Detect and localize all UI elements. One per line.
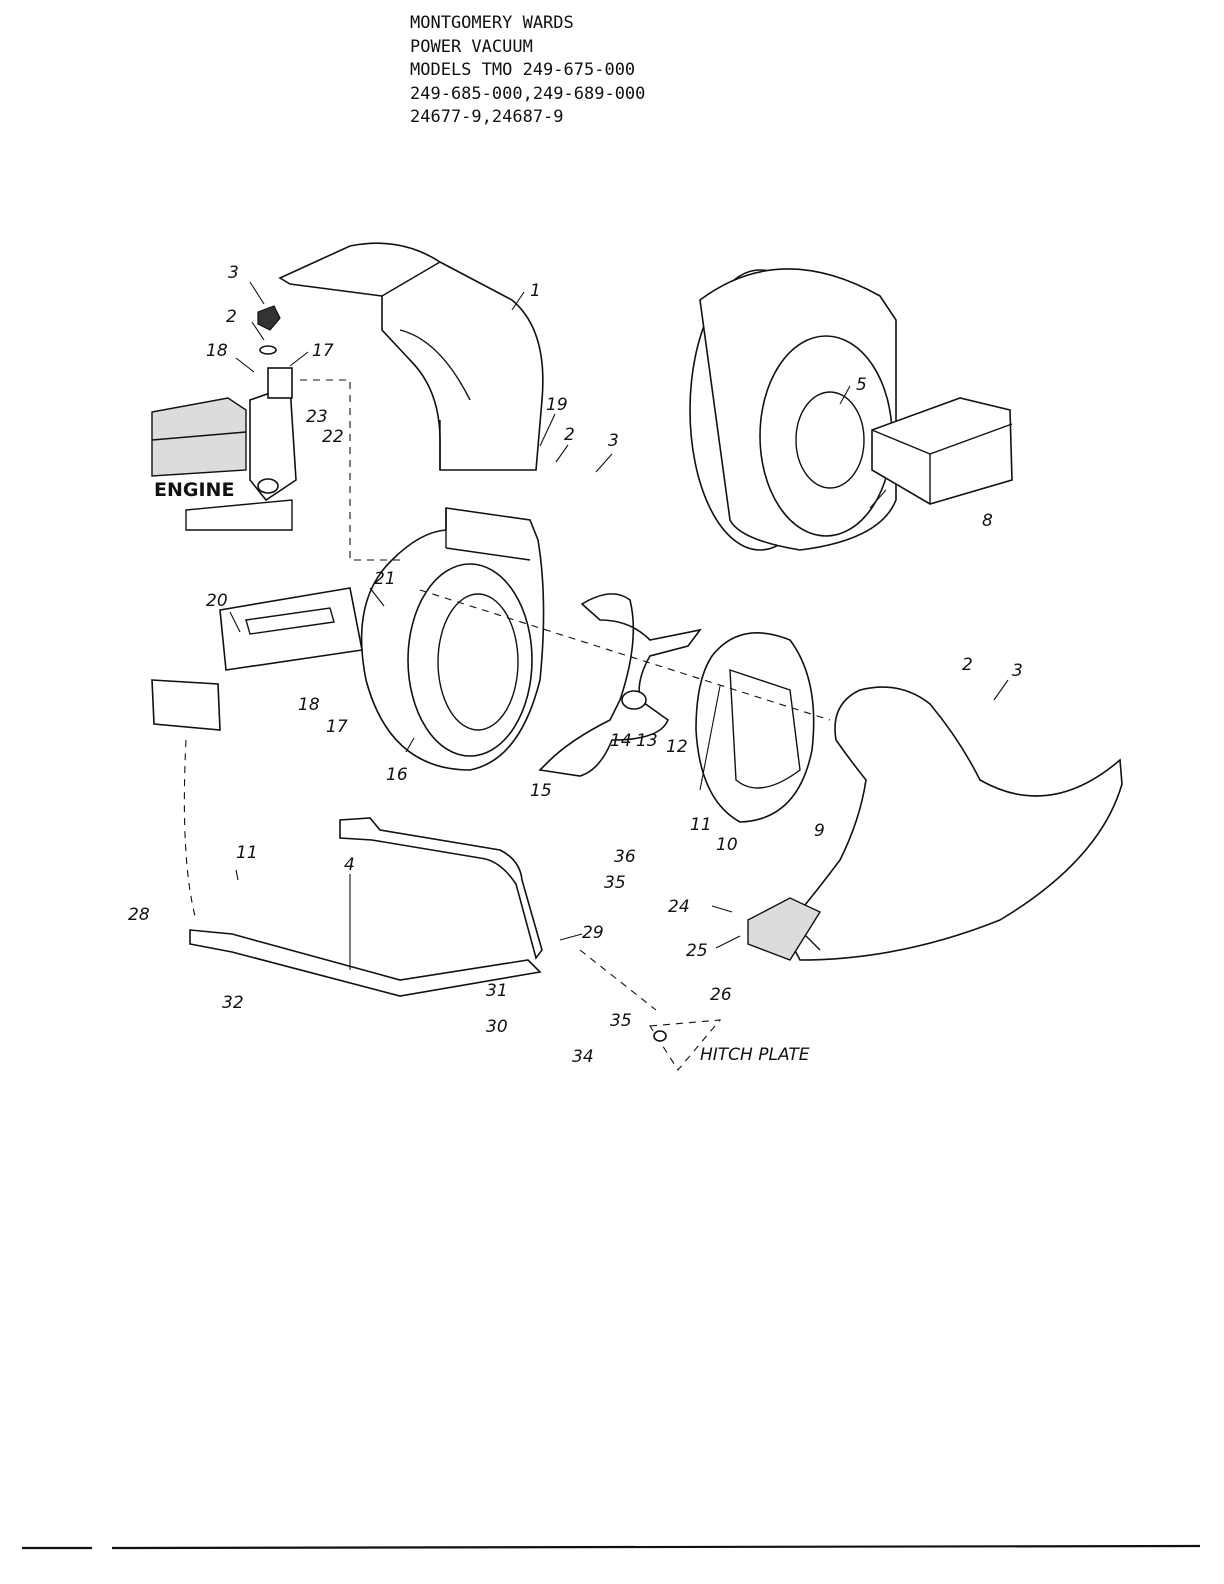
header-line: 24677-9,24687-9 [410, 107, 564, 127]
callout-number: 17 [312, 341, 334, 361]
callout-number: 11 [236, 843, 258, 863]
leader-lines [229, 281, 1009, 970]
callout-number: 1 [530, 281, 541, 301]
callout-number: 34 [572, 1047, 594, 1067]
callout-number: 3 [1012, 661, 1023, 681]
knob-top-left [257, 305, 281, 355]
header-line: 249-685-000,249-689-000 [410, 83, 646, 104]
callout-number: 13 [636, 731, 658, 751]
callout-number: 28 [128, 905, 150, 925]
hitch-plate-label: HITCH PLATE [700, 1045, 810, 1065]
engine-block [151, 397, 293, 531]
callout-number: 29 [582, 923, 604, 943]
callout-number: 26 [710, 985, 732, 1005]
callout-number: 15 [530, 781, 552, 801]
header-line: POWER VACUUM [410, 36, 533, 57]
hitch-plate [649, 1019, 722, 1071]
callout-number: 22 [322, 427, 344, 447]
callout-number: 11 [690, 815, 712, 835]
mounting-plate [151, 587, 363, 731]
callout-number: 9 [814, 821, 825, 841]
impeller [538, 593, 702, 777]
engine-label: ENGINE [154, 479, 234, 501]
callout-number: 2 [962, 655, 973, 675]
callout-number: 36 [614, 847, 636, 867]
callout-number: 2 [564, 425, 575, 445]
callout-number: 35 [604, 873, 626, 893]
callout-number: 20 [206, 591, 228, 611]
callout-number: 19 [546, 395, 568, 415]
discharge-chute [278, 242, 544, 471]
callout-number: 16 [386, 765, 408, 785]
callout-number: 18 [206, 341, 228, 361]
back-plate [695, 632, 815, 823]
callout-number: 30 [486, 1017, 508, 1037]
callout-number: 32 [222, 993, 244, 1013]
callout-number: 35 [610, 1011, 632, 1031]
header-line: MODELS TMO 249-675-000 [410, 60, 636, 80]
document-header: MONTGOMERY WARDS POWER VACUUM MODELS TMO… [410, 12, 645, 130]
callout-number: 8 [982, 511, 993, 531]
callout-number: 14 [610, 731, 632, 751]
callout-number: 10 [716, 835, 738, 855]
callout-number: 31 [486, 981, 508, 1001]
alignment-lines [183, 379, 831, 1011]
callout-number: 24 [668, 897, 690, 917]
hose-adapter [871, 397, 1013, 505]
bottom-rule [22, 1544, 1201, 1550]
handle-bar [189, 817, 543, 997]
callout-number: 5 [856, 375, 867, 395]
callout-number: 17 [326, 717, 348, 737]
callout-number: 25 [686, 941, 708, 961]
callout-number: 4 [344, 855, 355, 875]
callout-number: 23 [306, 407, 328, 427]
intake-nozzle [747, 686, 1123, 961]
callout-number: 18 [298, 695, 320, 715]
callout-number: 3 [608, 431, 619, 451]
callout-number: 12 [666, 737, 688, 757]
collector-housing [689, 268, 897, 551]
callout-number: 3 [228, 263, 239, 283]
callout-number: 2 [226, 307, 237, 327]
callout-number: 21 [374, 569, 396, 589]
blower-housing [360, 507, 545, 771]
engine-bracket [249, 367, 297, 502]
header-line: MONTGOMERY WARDS [410, 13, 574, 33]
